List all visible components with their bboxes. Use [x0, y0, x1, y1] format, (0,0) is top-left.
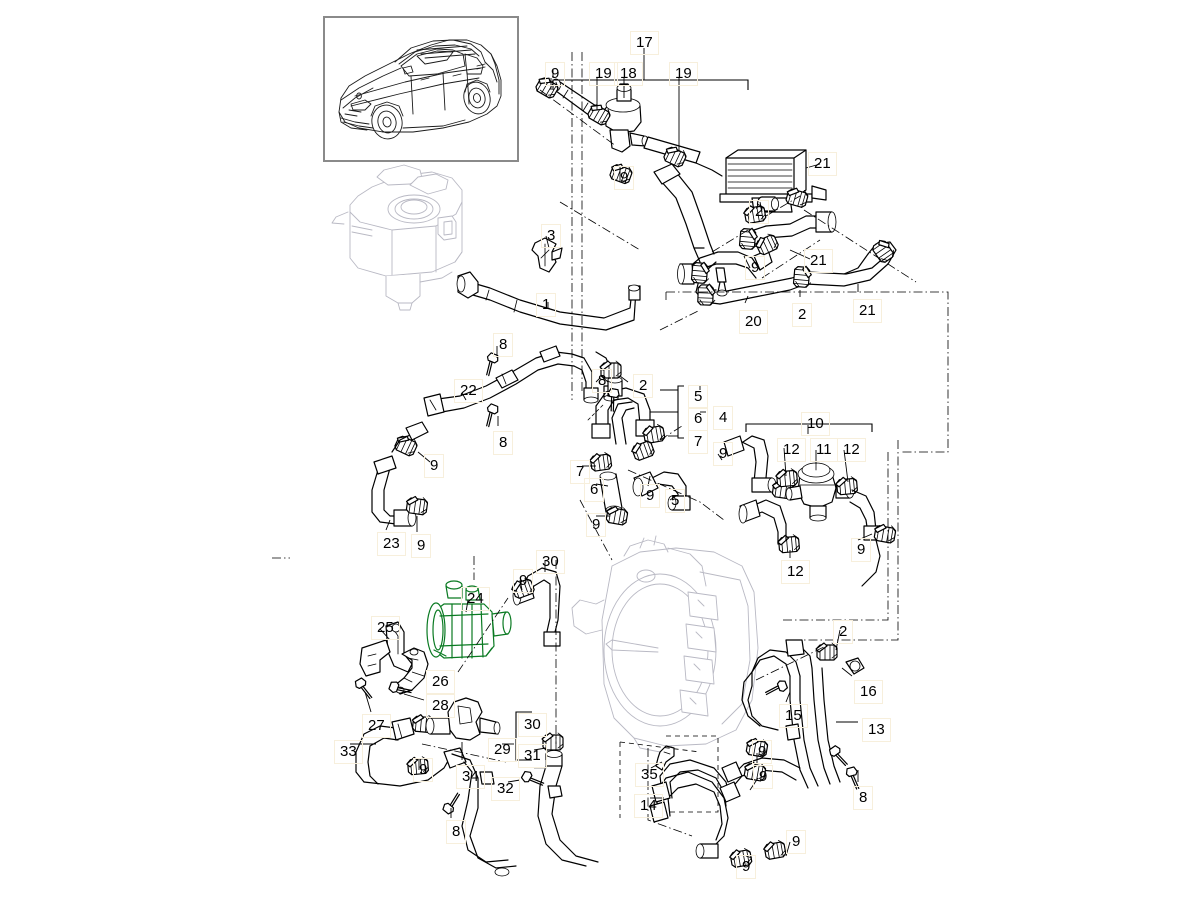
callout-c9h[interactable]: 9	[851, 538, 872, 562]
callout-c23[interactable]: 23	[377, 532, 406, 556]
callout-c9i[interactable]: 9	[411, 534, 432, 558]
reference-boxes	[587, 403, 719, 818]
callout-c24[interactable]: 24	[461, 587, 490, 611]
callout-c12a[interactable]: 12	[777, 438, 806, 462]
hose-33	[355, 697, 517, 877]
callout-c25[interactable]: 25	[371, 616, 400, 640]
callout-c9d[interactable]: 9	[424, 454, 445, 478]
leader-lines	[350, 48, 873, 859]
vehicle-thumbnail-frame	[323, 16, 519, 162]
callout-c8e[interactable]: 8	[446, 820, 467, 844]
callout-c8a[interactable]: 8	[493, 333, 514, 357]
hose-1	[456, 271, 641, 331]
pump-bracket-25	[359, 621, 413, 677]
callout-c6a[interactable]: 6	[688, 407, 709, 431]
callout-c9e[interactable]: 9	[713, 442, 734, 466]
pump-bracket-26	[393, 647, 429, 695]
callout-c9g[interactable]: 9	[586, 513, 607, 537]
callout-c32[interactable]: 32	[491, 777, 520, 801]
callout-c27[interactable]: 27	[362, 714, 391, 738]
transmission-bellhousing-ghost	[571, 535, 759, 753]
hose-assembly-20-21	[677, 211, 898, 306]
retainer-clip-3	[531, 237, 563, 273]
reference-lines	[272, 52, 949, 837]
callout-c22[interactable]: 22	[454, 379, 483, 403]
hose-assembly-13	[741, 639, 865, 789]
callout-c26[interactable]: 26	[426, 670, 455, 694]
hose-assembly-4	[588, 360, 691, 527]
callout-c8c[interactable]: 8	[493, 431, 514, 455]
callout-c19b[interactable]: 19	[669, 62, 698, 86]
callout-c5a[interactable]: 5	[688, 385, 709, 409]
hose-connector-upper	[653, 163, 715, 263]
callout-c13[interactable]: 13	[862, 718, 891, 742]
callout-c11[interactable]: 11	[810, 438, 838, 462]
valve-assembly-10	[723, 435, 898, 587]
callout-c9a[interactable]: 9	[545, 62, 566, 86]
vehicle-illustration	[338, 39, 502, 140]
callout-c3[interactable]: 3	[541, 224, 562, 248]
callout-c2a[interactable]: 2	[749, 200, 770, 224]
coolant-expansion-tank-ghost	[331, 164, 463, 311]
callout-c18[interactable]: 18	[614, 62, 643, 86]
clamp-31-assembly	[519, 732, 599, 867]
callout-c33[interactable]: 33	[334, 740, 363, 764]
callout-c30b[interactable]: 30	[518, 713, 547, 737]
callout-c9j[interactable]: 9	[513, 569, 534, 593]
callout-c1[interactable]: 1	[536, 293, 557, 317]
callout-c6b[interactable]: 6	[584, 478, 605, 502]
callout-c21c[interactable]: 21	[853, 299, 882, 323]
callout-c7a[interactable]: 7	[688, 430, 709, 454]
hose-assembly-14	[649, 736, 863, 869]
callout-c9b[interactable]: 9	[614, 166, 635, 190]
callout-c14[interactable]: 14	[634, 794, 663, 818]
callout-c9f[interactable]: 9	[640, 484, 661, 508]
callout-c2b[interactable]: 2	[792, 303, 813, 327]
callout-c35[interactable]: 35	[635, 763, 664, 787]
callout-c9o[interactable]: 9	[736, 855, 757, 879]
callout-c30a[interactable]: 30	[536, 550, 565, 574]
callout-c2c[interactable]: 2	[633, 374, 654, 398]
callout-c9n[interactable]: 9	[786, 830, 807, 854]
callout-c4[interactable]: 4	[713, 406, 734, 430]
callout-c20[interactable]: 20	[739, 310, 768, 334]
callout-c9l[interactable]: 9	[752, 740, 773, 764]
callout-c9k[interactable]: 9	[413, 758, 434, 782]
callout-c15[interactable]: 15	[779, 704, 808, 728]
callout-c19a[interactable]: 19	[589, 62, 618, 86]
callout-c21b[interactable]: 21	[804, 249, 833, 273]
callout-c5b[interactable]: 5	[665, 489, 686, 513]
callout-c9m[interactable]: 9	[753, 765, 774, 789]
callout-c34[interactable]: 34	[456, 765, 485, 789]
callout-c17[interactable]: 17	[630, 31, 659, 55]
heat-exchanger-21	[719, 149, 827, 225]
callout-c29[interactable]: 29	[488, 738, 517, 762]
callout-c12b[interactable]: 12	[837, 438, 866, 462]
bolt-27	[353, 676, 375, 703]
callout-c7b[interactable]: 7	[570, 460, 591, 484]
callout-c10[interactable]: 10	[801, 412, 830, 436]
callout-c12c[interactable]: 12	[781, 560, 810, 584]
callout-c9c[interactable]: 9	[745, 256, 766, 280]
callout-c31[interactable]: 31	[518, 744, 547, 768]
callout-c16[interactable]: 16	[854, 680, 883, 704]
callout-c28[interactable]: 28	[426, 694, 455, 718]
callout-c8b[interactable]: 8	[592, 369, 613, 393]
callout-c8d[interactable]: 8	[853, 786, 874, 810]
hose-23	[371, 421, 429, 527]
callout-c2d[interactable]: 2	[833, 620, 854, 644]
callout-c21a[interactable]: 21	[808, 152, 837, 176]
